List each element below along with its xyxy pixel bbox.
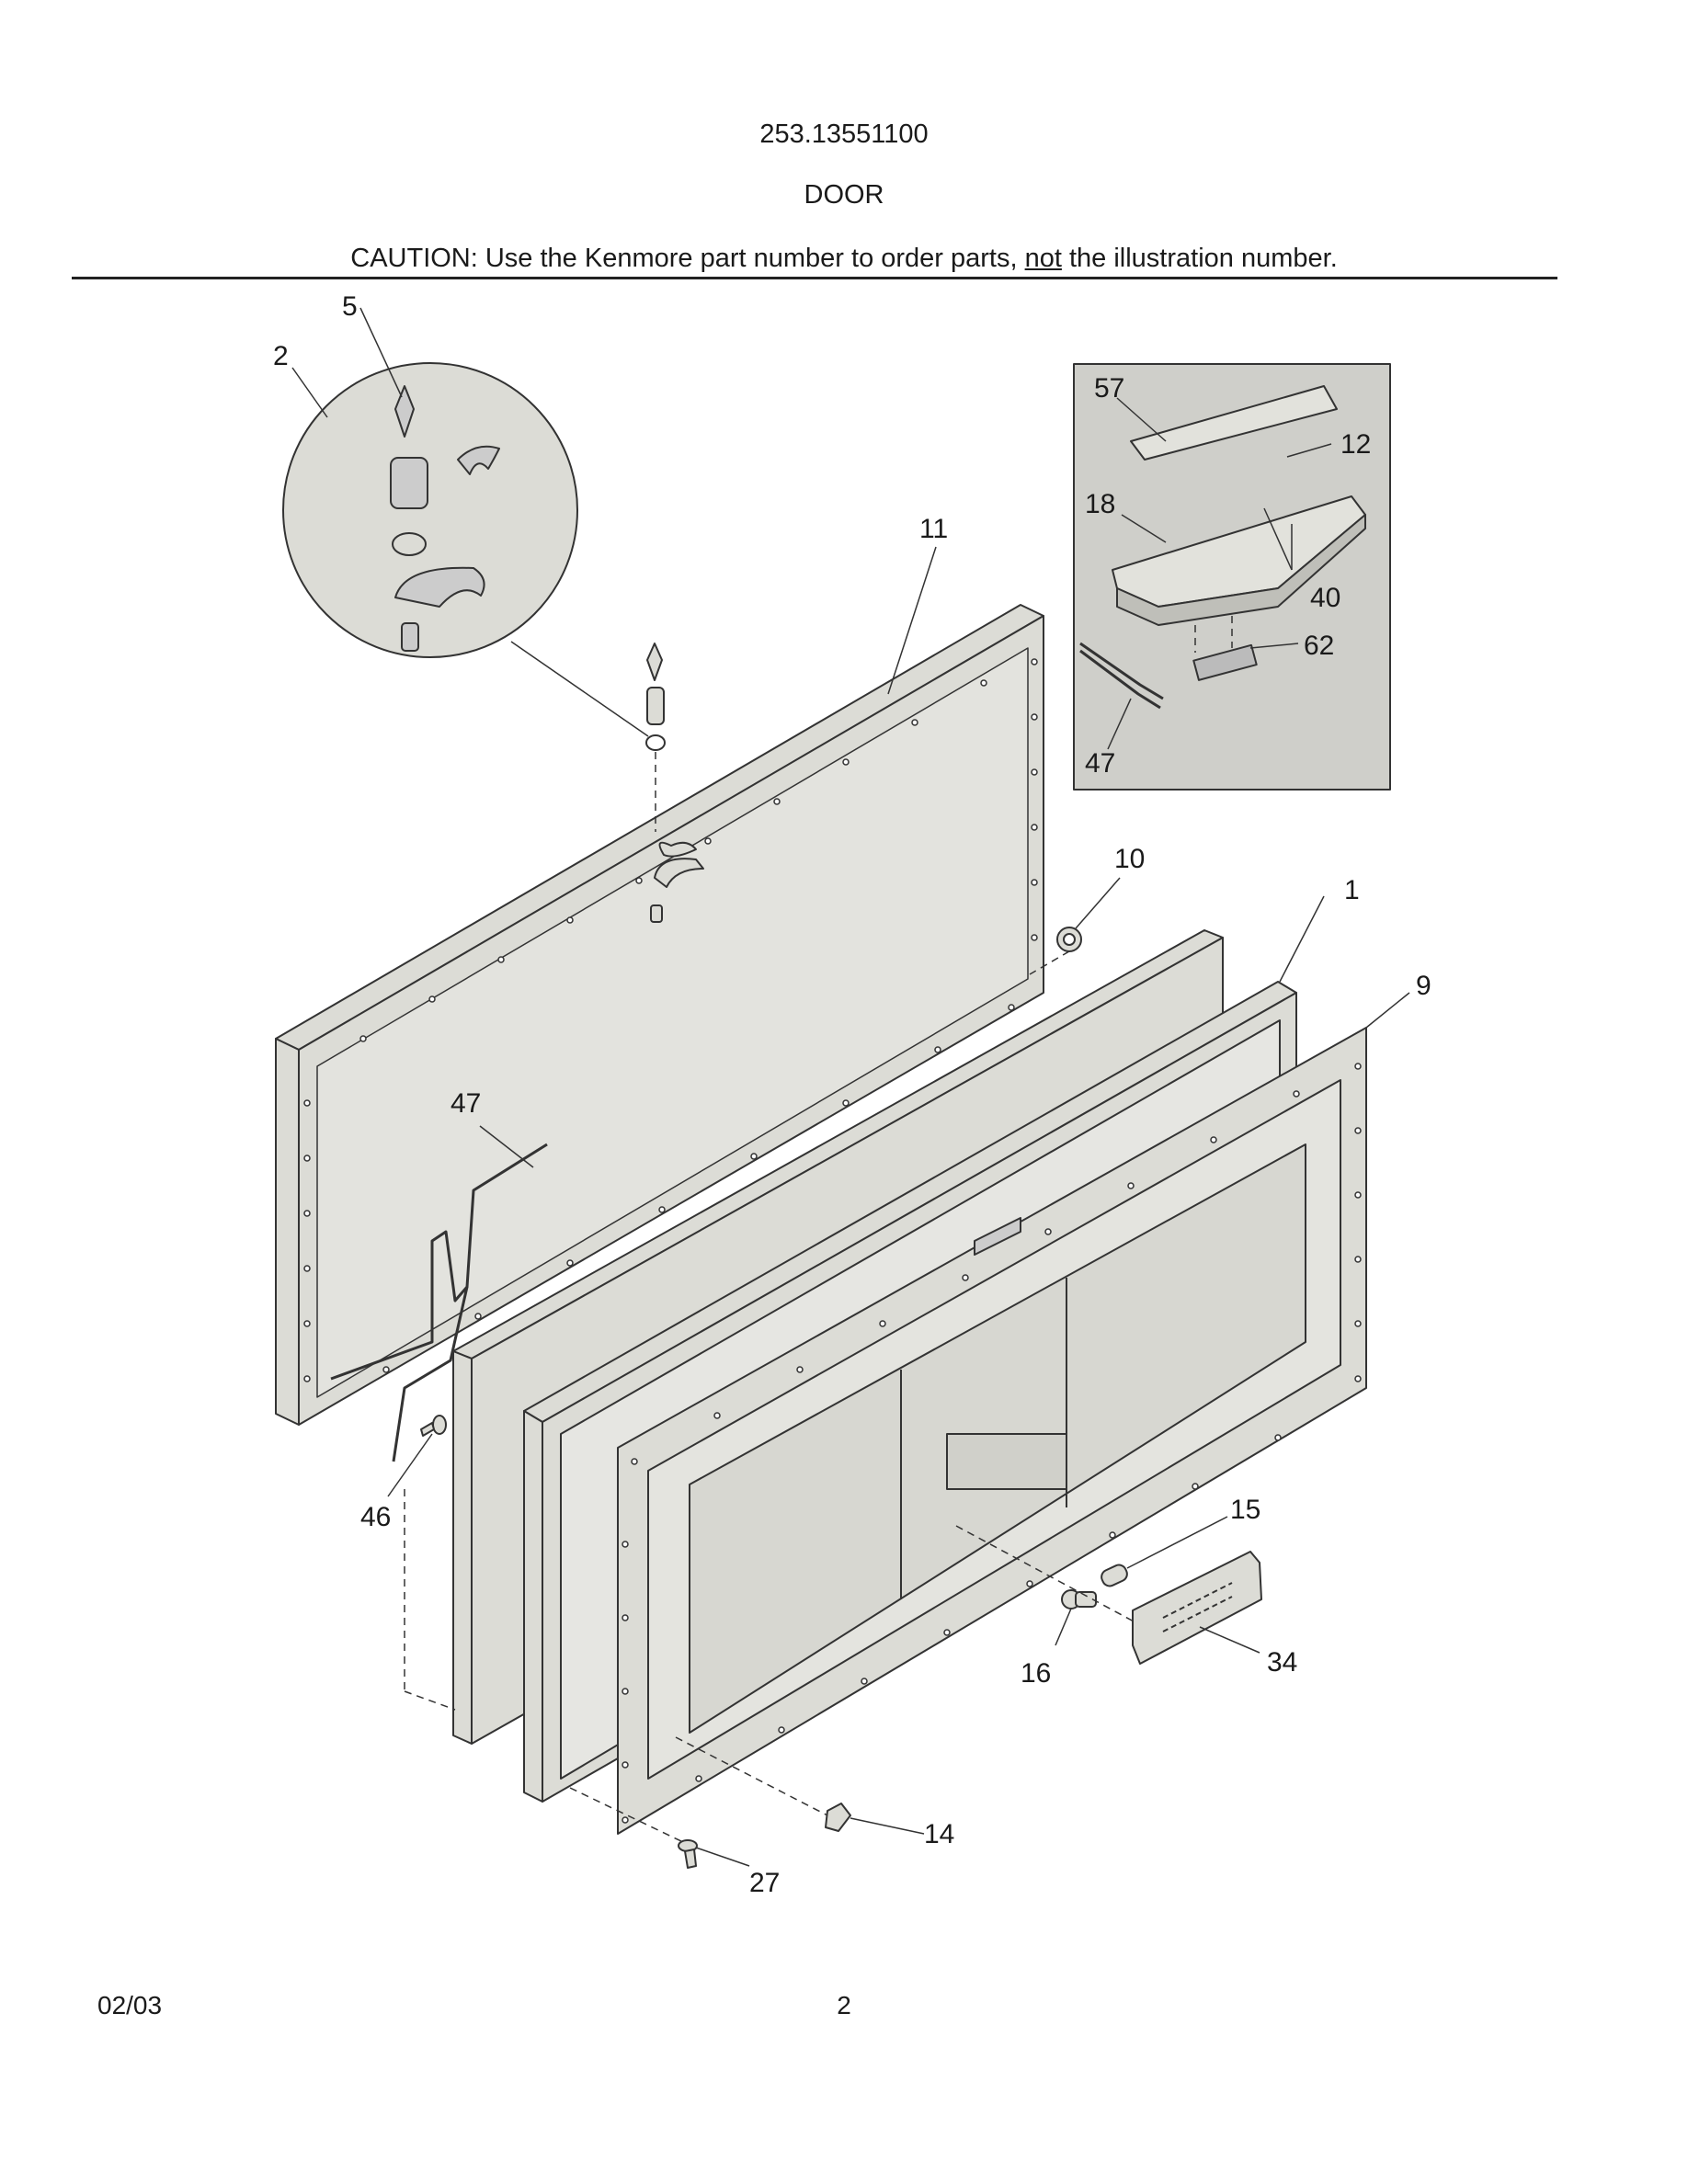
callout-11: 11 <box>919 514 948 544</box>
callout-34: 34 <box>1267 1647 1297 1678</box>
callout-40: 40 <box>1310 583 1340 613</box>
callout-12: 12 <box>1340 429 1371 460</box>
lock-assembly <box>645 643 704 923</box>
callout-14: 14 <box>924 1819 954 1849</box>
callout-18: 18 <box>1085 489 1115 519</box>
caution-note: CAUTION: Use the Kenmore part number to … <box>0 244 1688 274</box>
wire-harness <box>330 1143 548 1381</box>
callout-47-main: 47 <box>451 1088 481 1119</box>
inner-door-panel <box>275 604 1044 1426</box>
revision-date: 02/03 <box>97 1991 163 2019</box>
callout-57: 57 <box>1094 373 1124 404</box>
lock-detail-magnifier <box>282 362 578 658</box>
light-bulb <box>1101 1564 1128 1587</box>
control-housing-inset <box>1073 363 1391 791</box>
outer-door-shell <box>617 1027 1367 1835</box>
callout-62: 62 <box>1304 631 1334 661</box>
callout-16: 16 <box>1021 1658 1051 1689</box>
callout-5: 5 <box>342 291 358 322</box>
light-socket <box>1061 1589 1097 1610</box>
screw-left <box>420 1415 447 1437</box>
screw-bottom <box>678 1839 698 1869</box>
header-divider <box>72 277 1557 279</box>
caution-emphasis: not <box>1024 244 1062 273</box>
callout-15: 15 <box>1230 1495 1260 1525</box>
callout-46: 46 <box>360 1502 391 1532</box>
light-cover <box>1132 1551 1262 1665</box>
callout-2: 2 <box>273 341 289 371</box>
callout-47-inset: 47 <box>1085 748 1115 779</box>
caution-prefix: CAUTION: Use the Kenmore part number to … <box>350 244 1025 273</box>
page-number: 2 <box>837 1991 851 2019</box>
callout-1: 1 <box>1344 875 1360 905</box>
callout-27: 27 <box>749 1868 780 1898</box>
section-title: DOOR <box>804 180 884 210</box>
callout-9: 9 <box>1416 971 1431 1001</box>
model-number: 253.13551100 <box>759 119 929 149</box>
callout-10: 10 <box>1114 844 1145 874</box>
switch <box>825 1803 851 1832</box>
caution-suffix: the illustration number. <box>1061 244 1338 273</box>
door-stop <box>1056 927 1082 952</box>
